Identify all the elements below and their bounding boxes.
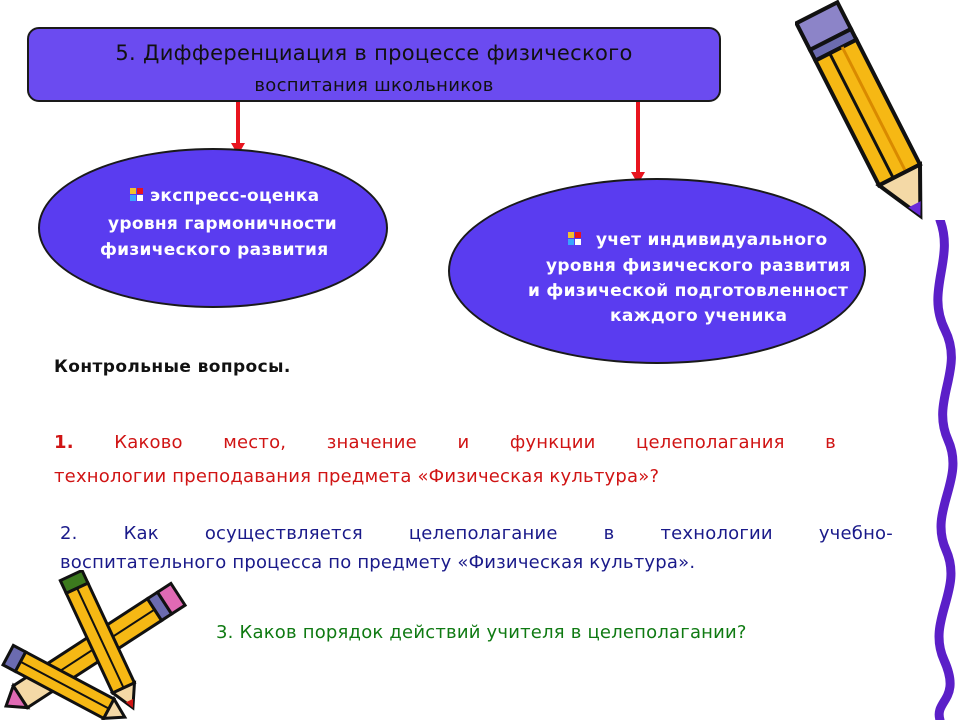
wavy-border-right bbox=[933, 220, 958, 720]
question-1-line-1: 1. Каково место, значение и функции целе… bbox=[54, 432, 836, 453]
right-ellipse-line-2: уровня физического развития bbox=[546, 256, 851, 276]
question-2-line-1: 2. Как осуществляется целеполагание в те… bbox=[60, 523, 893, 544]
right-ellipse: учет индивидуального уровня физического … bbox=[448, 178, 866, 364]
q2-word: в bbox=[603, 523, 615, 544]
q2-word: учебно- bbox=[818, 523, 893, 544]
q2-word: Как bbox=[123, 523, 159, 544]
bullet-icon bbox=[568, 232, 582, 246]
pencils-bottom-left-icon bbox=[1, 570, 188, 720]
title-line-1: 5. Дифференциация в процессе физического bbox=[115, 41, 633, 65]
bullet-icon bbox=[130, 188, 144, 202]
title-line-2: воспитания школьников bbox=[254, 75, 494, 96]
q1-word: 1. bbox=[54, 432, 74, 453]
q2-word: 2. bbox=[60, 523, 78, 544]
q2-word: технологии bbox=[660, 523, 773, 544]
q1-word: Каково bbox=[114, 432, 183, 453]
right-ellipse-line-1: учет индивидуального bbox=[596, 230, 828, 250]
q1-word: значение bbox=[326, 432, 417, 453]
right-ellipse-line-3: и физической подготовленност bbox=[528, 281, 849, 301]
questions-heading: Контрольные вопросы. bbox=[54, 357, 291, 377]
right-ellipse-line-4: каждого ученика bbox=[610, 306, 788, 326]
left-ellipse-line-1: экспресс-оценка bbox=[150, 186, 320, 206]
q2-word: целеполагание bbox=[408, 523, 558, 544]
left-ellipse-line-3: физического развития bbox=[100, 240, 329, 260]
q2-word: осуществляется bbox=[204, 523, 363, 544]
pencil-top-right-icon bbox=[795, 0, 923, 220]
question-2-line-2: воспитательного процесса по предмету «Фи… bbox=[60, 552, 696, 573]
q1-word: функции bbox=[509, 432, 596, 453]
q1-word: в bbox=[825, 432, 836, 453]
title-box: 5. Дифференциация в процессе физического… bbox=[27, 27, 721, 102]
question-3: 3. Каков порядок действий учителя в целе… bbox=[216, 622, 747, 643]
q1-word: и bbox=[457, 432, 470, 453]
left-ellipse-line-2: уровня гармоничности bbox=[108, 214, 337, 234]
question-1-line-2: технологии преподавания предмета «Физиче… bbox=[54, 466, 660, 487]
q1-word: место, bbox=[223, 432, 287, 453]
left-ellipse: экспресс-оценка уровня гармоничности физ… bbox=[38, 148, 388, 308]
q1-word: целеполагания bbox=[636, 432, 785, 453]
